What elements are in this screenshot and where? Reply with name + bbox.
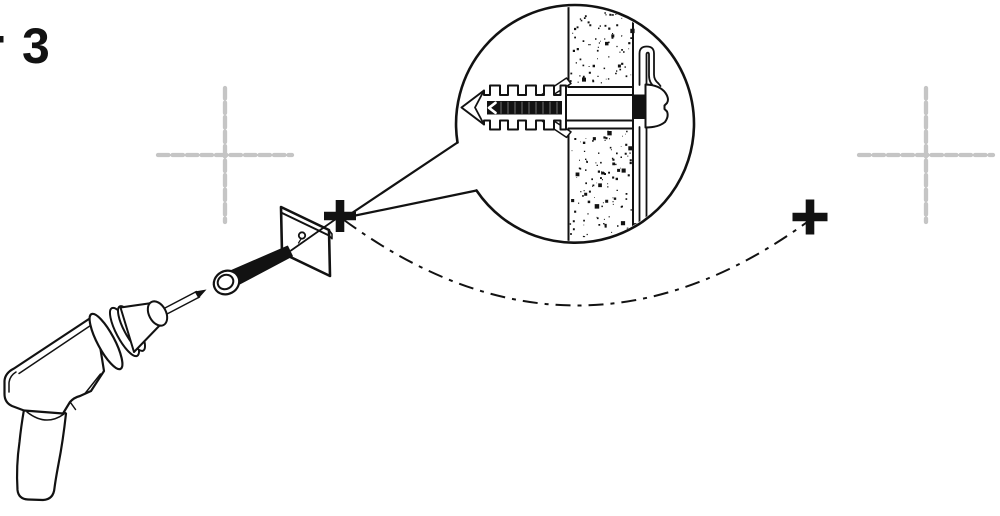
hook-outer-edge <box>638 45 662 87</box>
edge-artifact-mark <box>0 36 4 43</box>
screw-axis-line <box>290 216 339 252</box>
thread-ticks <box>500 101 558 114</box>
anchor-screw-thread <box>487 101 562 115</box>
mounting-plate <box>279 205 339 278</box>
hook-bracket <box>632 45 669 229</box>
magnifier-content <box>460 7 669 241</box>
drill-grip-collar <box>26 411 65 421</box>
pan-head-screw <box>212 245 293 296</box>
drill-body-underside-bevel <box>84 373 102 395</box>
power-drill <box>3 289 207 502</box>
drill-point-marker-right <box>792 199 828 235</box>
drill-grip <box>15 408 68 502</box>
magnifier-leader-lines <box>349 141 478 218</box>
chuck-nose <box>146 300 169 327</box>
drill-front-band <box>88 312 124 371</box>
hook-inner-edge <box>645 51 658 90</box>
registration-cross-left <box>155 85 295 225</box>
spacing-guide-arc <box>343 219 811 307</box>
drill-body-rear-bevel <box>8 371 17 393</box>
drill-trigger <box>69 401 77 411</box>
wall-cross-section <box>567 7 635 241</box>
plate-face <box>279 205 332 278</box>
drill-body-top-bevel <box>18 320 98 375</box>
registration-cross-right <box>856 85 996 225</box>
magnifier-callout-circle <box>454 3 696 245</box>
drill-point-marker-left <box>324 200 356 232</box>
plate-hole-tick <box>297 238 302 244</box>
hook-screw-shaft <box>633 94 646 119</box>
dome-screw-head <box>644 83 669 129</box>
wall-speckles <box>569 12 635 241</box>
plate-flange-end <box>328 229 333 240</box>
leader-line-upper <box>349 141 459 216</box>
screw-head-inner <box>216 273 235 291</box>
plate-flange-line <box>280 211 330 237</box>
leader-line-lower <box>349 189 478 218</box>
drill-bit-arrow-tip <box>194 289 207 299</box>
drill-bit <box>163 290 201 315</box>
plate-screw-hole <box>297 231 307 240</box>
screw-tip-chevron <box>487 101 497 115</box>
wall-anchor-plug <box>460 84 567 131</box>
plug-tip-notch <box>474 89 485 126</box>
drill-body <box>3 313 106 415</box>
step-number: 3 <box>22 18 50 74</box>
